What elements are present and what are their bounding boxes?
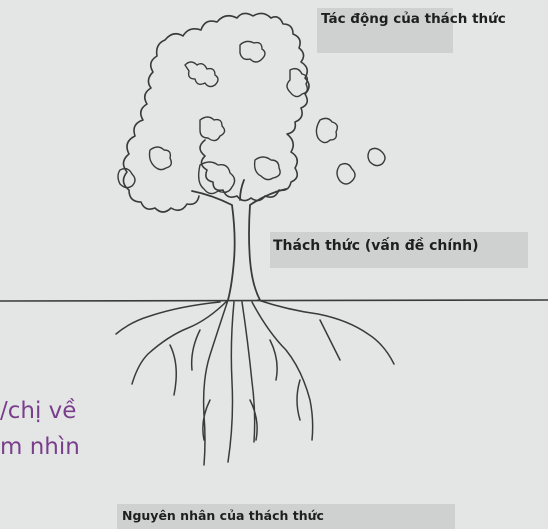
tree-roots xyxy=(116,300,394,465)
side-text-line-2: m nhìn xyxy=(0,434,80,460)
side-text-line-1: /chị về xyxy=(0,398,76,424)
causes-label: Nguyên nhân của thách thức xyxy=(122,508,324,523)
core-problem-label: Thách thức (vấn đề chính) xyxy=(273,238,479,254)
tree-crown-inner xyxy=(118,41,385,193)
tree-crown xyxy=(123,13,309,212)
impact-label: Tác động của thách thức xyxy=(321,11,506,27)
ground-line xyxy=(0,300,548,301)
